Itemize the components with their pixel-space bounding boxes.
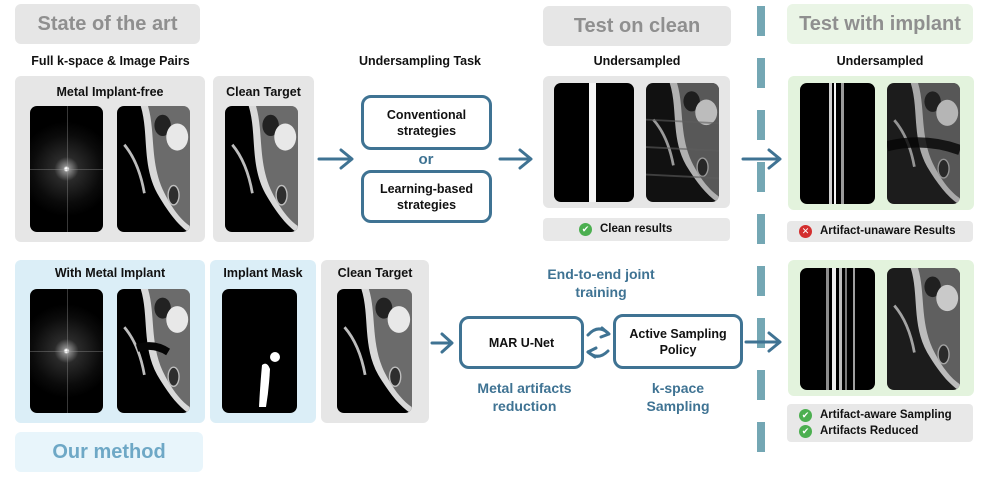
label-full-kspace-pairs: Full k-space & Image Pairs xyxy=(31,54,190,68)
clean-target-image-bottom xyxy=(337,289,412,413)
kspace-image xyxy=(30,106,103,232)
result-artifact-unaware-text: Artifact-unaware Results xyxy=(820,225,956,237)
box-mar-unet: MAR U-Net xyxy=(459,316,584,369)
clean-target-image xyxy=(225,106,298,232)
arrow-right-icon xyxy=(741,148,782,170)
check-icon: ✔ xyxy=(799,424,812,438)
caption-kspace-sampling: k-space Sampling xyxy=(646,380,710,414)
implant-mask-image xyxy=(222,289,297,413)
reconstructed-image-ours xyxy=(887,268,960,390)
cycle-arrows-icon xyxy=(586,326,611,359)
box-learning-based-strategies: Learning-based strategies xyxy=(361,170,492,223)
label-with-metal-implant: With Metal Implant xyxy=(54,266,166,280)
undersampled-image-implant xyxy=(887,83,960,204)
kspace-image-implant xyxy=(30,289,103,413)
check-icon: ✔ xyxy=(579,222,592,236)
ct-image-implant xyxy=(117,289,190,413)
undersampled-image-clean xyxy=(646,83,719,202)
result-clean-text: Clean results xyxy=(600,223,673,235)
cross-icon: ✕ xyxy=(799,224,812,238)
header-test-clean: Test on clean xyxy=(543,6,731,46)
label-undersampling-task: Undersampling Task xyxy=(358,54,482,68)
undersampled-kspace-ours xyxy=(800,268,875,390)
undersampled-kspace-clean xyxy=(554,83,634,202)
label-clean-target-top: Clean Target xyxy=(226,85,301,99)
ct-image xyxy=(117,106,190,232)
header-state-of-art: State of the art xyxy=(15,4,200,44)
label-implant-mask: Implant Mask xyxy=(223,266,303,280)
box-active-sampling-policy: Active Sampling Policy xyxy=(613,314,743,369)
arrow-right-icon xyxy=(744,331,782,353)
header-our-method: Our method xyxy=(15,432,203,472)
label-undersampled-clean: Undersampled xyxy=(593,54,681,68)
result-artifact-unaware: ✕ Artifact-unaware Results xyxy=(787,221,973,242)
box-conventional-strategies: Conventional strategies xyxy=(361,95,492,150)
arrow-right-icon xyxy=(430,332,454,354)
caption-metal-artifacts: Metal artifacts reduction xyxy=(477,380,572,414)
section-divider xyxy=(757,6,765,468)
arrow-right-icon xyxy=(498,148,533,170)
arrow-right-icon xyxy=(317,148,354,170)
result-artifact-aware-text: Artifact-aware Sampling xyxy=(820,409,952,421)
label-metal-implant-free: Metal Implant-free xyxy=(56,85,164,99)
label-undersampled-implant: Undersampled xyxy=(836,54,924,68)
undersampled-kspace-implant xyxy=(800,83,875,204)
or-label: or xyxy=(418,151,434,168)
result-artifacts-reduced-text: Artifacts Reduced xyxy=(820,425,919,437)
caption-end-to-end: End-to-end joint training xyxy=(547,266,655,300)
result-clean: ✔ Clean results xyxy=(543,218,730,241)
check-icon: ✔ xyxy=(799,408,812,422)
result-ours: ✔ Artifact-aware Sampling ✔ Artifacts Re… xyxy=(787,404,973,442)
label-clean-target-bottom: Clean Target xyxy=(337,266,413,280)
header-test-implant: Test with implant xyxy=(787,4,973,44)
